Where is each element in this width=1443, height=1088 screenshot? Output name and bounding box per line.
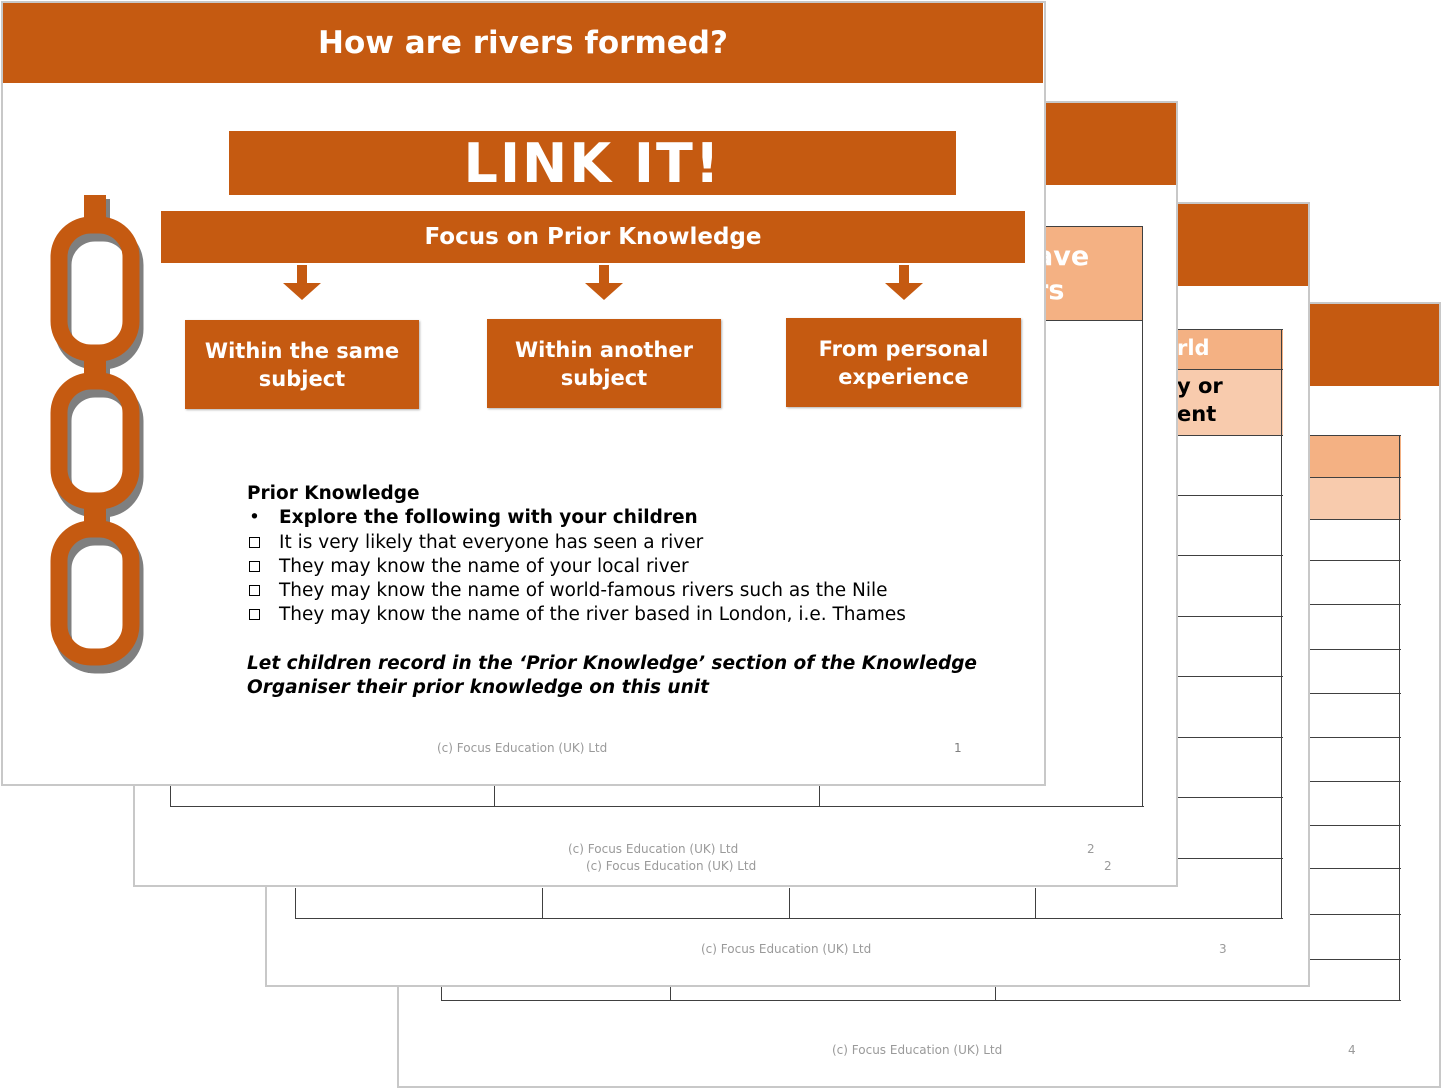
checklist-item: They may know the name of your local riv… xyxy=(247,555,1007,579)
checklist-item: It is very likely that everyone has seen… xyxy=(247,531,1007,555)
slide-4-page-number: 4 xyxy=(1348,1043,1356,1057)
slide-2-footer: (c) Focus Education (UK) Ltd xyxy=(568,842,739,856)
slide-3-footer: (c) Focus Education (UK) Ltd xyxy=(701,942,872,956)
checkbox-icon xyxy=(249,560,260,572)
checkbox-icon xyxy=(249,585,260,597)
category-personal-experience: From personal experience xyxy=(786,318,1021,407)
checkbox-icon xyxy=(249,609,260,621)
checklist-item: They may know the name of world-famous r… xyxy=(247,579,1007,603)
checklist-text: It is very likely that everyone has seen… xyxy=(279,531,704,553)
slide-3-header-fragment-3: ent xyxy=(1177,402,1217,426)
checklist-item: They may know the name of the river base… xyxy=(247,603,1007,627)
slide-3-header-fragment-1: rld xyxy=(1177,336,1210,360)
checklist-text: They may know the name of world-famous r… xyxy=(279,580,888,602)
focus-prior-knowledge-bar: Focus on Prior Knowledge xyxy=(161,211,1025,263)
bullet-item: •Explore the following with your childre… xyxy=(249,507,698,529)
slide-1-page-number: 1 xyxy=(954,741,962,755)
link-it-banner: LINK IT! xyxy=(229,131,956,195)
checkbox-icon xyxy=(249,536,260,548)
checklist-text: They may know the name of your local riv… xyxy=(279,555,689,577)
slide-2-footer-duplicate: (c) Focus Education (UK) Ltd xyxy=(586,859,757,873)
checklist-text: They may know the name of the river base… xyxy=(279,604,906,626)
slide-title: How are rivers formed? xyxy=(3,3,1043,83)
slide-1[interactable]: How are rivers formed? LINK IT! xyxy=(1,1,1046,786)
slide-4-footer: (c) Focus Education (UK) Ltd xyxy=(832,1043,1003,1057)
slide-3-header-fragment-2: y or xyxy=(1177,374,1223,398)
prior-knowledge-section: Prior Knowledge •Explore the following w… xyxy=(247,482,1007,700)
slide-2-page-number: 2 xyxy=(1087,842,1095,856)
chain-icon xyxy=(47,195,151,675)
slide-1-footer: (c) Focus Education (UK) Ltd xyxy=(437,741,608,755)
slide-3-page-number: 3 xyxy=(1219,942,1227,956)
prior-knowledge-heading: Prior Knowledge xyxy=(247,483,420,504)
instruction-note: Let children record in the ‘Prior Knowle… xyxy=(247,652,977,699)
category-another-subject: Within another subject xyxy=(487,319,721,408)
slide-2-page-number-duplicate: 2 xyxy=(1104,859,1112,873)
bullet-text: Explore the following with your children xyxy=(279,507,698,529)
category-same-subject: Within the same subject xyxy=(185,320,419,409)
